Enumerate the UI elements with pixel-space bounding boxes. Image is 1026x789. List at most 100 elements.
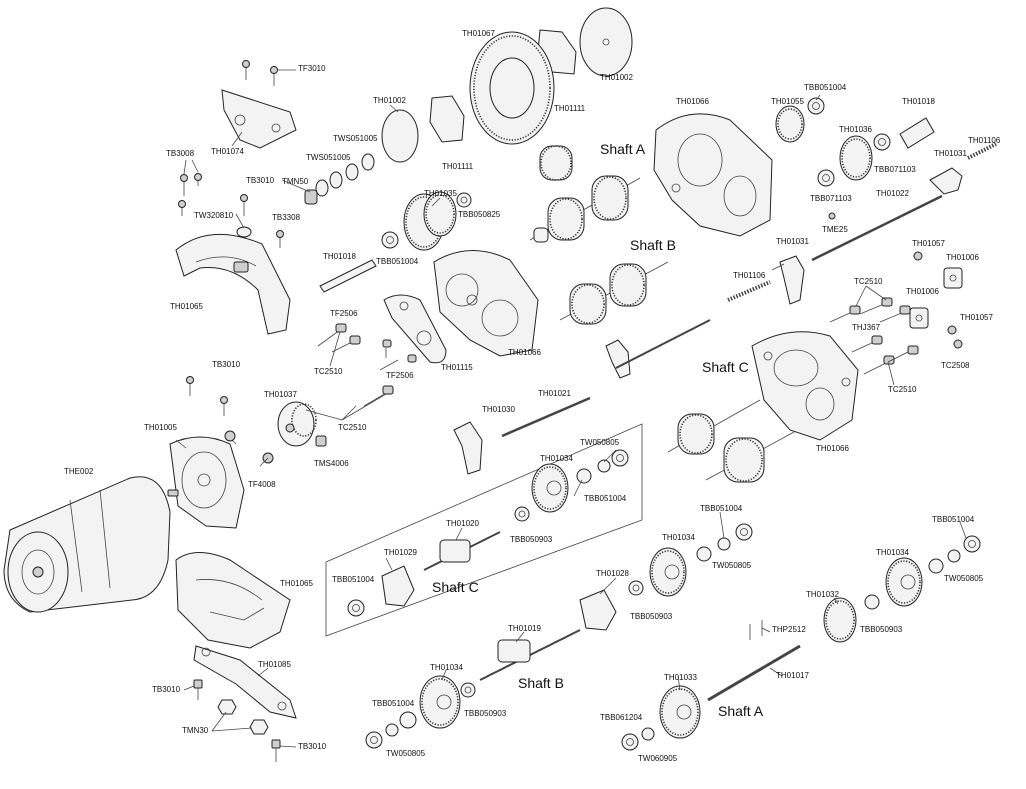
label-th01037: TH01037 xyxy=(264,390,297,399)
label-tb3308: TB3308 xyxy=(272,213,301,222)
fork-th01030 xyxy=(453,421,483,475)
hex-plate-th01111-mid xyxy=(429,95,465,143)
mount-th01006-b xyxy=(909,307,929,329)
label-tbb051004-e: TBB051004 xyxy=(932,515,975,524)
bearing-tbb071103-b xyxy=(817,169,835,187)
label-tbb051004-b: TBB051004 xyxy=(584,494,627,503)
part-labels: TH01067 TH01002 TH01111 TF3010 TH01074 T… xyxy=(64,29,1001,763)
shaft-th01022 xyxy=(811,194,943,262)
label-tbb050903-a: TBB050903 xyxy=(510,535,553,544)
nut-tmn50 xyxy=(304,189,318,205)
motor-the002 xyxy=(3,476,179,613)
screw-tb3010-d xyxy=(271,739,281,749)
right-screws xyxy=(829,297,919,375)
label-th01085: TH01085 xyxy=(258,660,291,669)
label-th01065-low: TH01065 xyxy=(280,579,313,588)
screw-tc2510-c-1 xyxy=(335,323,347,333)
bearing-tbb050903-c xyxy=(864,594,880,610)
shaft-c-gear-1 xyxy=(677,413,715,455)
label-th01115: TH01115 xyxy=(441,363,473,372)
bearing-tbb050903-a xyxy=(514,506,530,522)
bearing-tbb051004-a xyxy=(381,231,399,249)
label-thj367: THJ367 xyxy=(852,323,881,332)
shaft-th01020 xyxy=(439,539,471,563)
bearing-tbb061204 xyxy=(621,733,639,751)
mount-th01006-a xyxy=(943,267,963,289)
label-tf3010: TF3010 xyxy=(298,64,326,73)
bearing-tbb050903-d xyxy=(460,682,476,698)
motor-plate-th01005 xyxy=(169,436,245,529)
callout-shaft-c-right: Shaft C xyxy=(702,359,749,375)
label-tbb051004-a: TBB051004 xyxy=(376,257,419,266)
label-tc2510-a: TC2510 xyxy=(854,277,883,286)
shaft-c-right-assembly xyxy=(667,399,795,483)
label-th01036: TH01036 xyxy=(839,125,872,134)
gear-th01032 xyxy=(823,597,857,643)
label-tms4006: TMS4006 xyxy=(314,459,349,468)
label-th01018-left: TH01018 xyxy=(323,252,356,261)
label-tc2510-c: TC2510 xyxy=(314,367,343,376)
pin-th01018-right xyxy=(899,117,935,149)
label-tbb051004-d: TBB051004 xyxy=(700,504,743,513)
fork-th01031-mid xyxy=(779,255,805,305)
washer-tw050805-c xyxy=(947,549,961,563)
label-tbb050903-d: TBB050903 xyxy=(464,709,507,718)
gear-th01034-b xyxy=(649,547,687,597)
callout-shaft-a-low: Shaft A xyxy=(718,703,764,719)
mid-screws xyxy=(317,323,417,407)
washer-tws051005-b xyxy=(329,171,343,189)
washer-tw050805-b xyxy=(717,537,731,551)
bearing-tbb051004-top xyxy=(807,97,825,115)
screw-tc2510-a-1 xyxy=(849,305,861,315)
washer-tw320810 xyxy=(236,226,252,238)
screw-tb3008-b xyxy=(178,200,186,208)
label-tbb071103-b: TBB071103 xyxy=(810,194,852,203)
screw-tf3010-b xyxy=(270,66,278,74)
label-tb3010-d: TB3010 xyxy=(298,742,327,751)
label-tc2508-right: TC2508 xyxy=(941,361,970,370)
screw-tb3010-a xyxy=(240,194,248,202)
label-th01065-top: TH01065 xyxy=(170,302,203,311)
label-th01006-a: TH01006 xyxy=(946,253,979,262)
label-tw320810: TW320810 xyxy=(194,211,234,220)
shaft-b-gear-1 xyxy=(569,283,607,325)
bearing-tbb071103-a xyxy=(873,133,891,151)
gear-cover-th01065-top xyxy=(175,233,291,335)
screw-tb3010-b-1 xyxy=(186,376,194,384)
screw-tc2510-b-1 xyxy=(883,355,895,365)
screw-tb3008-a xyxy=(180,174,188,182)
washer-tw050805-d xyxy=(385,723,399,737)
label-th01005: TH01005 xyxy=(144,423,177,432)
label-th01057-b: TH01057 xyxy=(960,313,993,322)
label-tbb050825: TBB050825 xyxy=(458,210,501,219)
gear-th01034-d xyxy=(419,675,461,729)
label-th01028: TH01028 xyxy=(596,569,629,578)
bearing-tbb050825 xyxy=(456,192,472,208)
nut-tmn30-a xyxy=(217,699,237,715)
hub-th01029 xyxy=(381,565,415,607)
bearing-tbb050903-b xyxy=(628,580,644,596)
shaft-a-gear-2 xyxy=(591,175,629,221)
label-th01106-right: TH01106 xyxy=(968,136,1001,145)
label-tb3010-b: TB3010 xyxy=(212,360,241,369)
label-th01034-c: TH01034 xyxy=(876,548,909,557)
label-tbb050903-c: TBB050903 xyxy=(860,625,903,634)
screw-tc2510-b-2 xyxy=(907,345,919,355)
leader-lines xyxy=(175,69,967,748)
label-th01066-mid: TH01066 xyxy=(508,348,541,357)
label-th01031-mid: TH01031 xyxy=(776,237,809,246)
label-the002: THE002 xyxy=(64,467,94,476)
label-tb3010-c: TB3010 xyxy=(152,685,181,694)
washer-tw050805-a xyxy=(597,459,611,473)
label-th01020: TH01020 xyxy=(446,519,479,528)
label-th01111-mid: TH01111 xyxy=(442,162,474,171)
intermediate-gear-assembly xyxy=(319,191,472,293)
label-tbb051004-top: TBB051004 xyxy=(804,83,847,92)
label-tbb050903-b: TBB050903 xyxy=(630,612,673,621)
clip-tme25 xyxy=(828,212,836,220)
label-tme25: TME25 xyxy=(822,225,848,234)
label-th01022: TH01022 xyxy=(876,189,909,198)
label-th01034-d: TH01034 xyxy=(430,663,463,672)
gear-th01055 xyxy=(775,105,805,143)
